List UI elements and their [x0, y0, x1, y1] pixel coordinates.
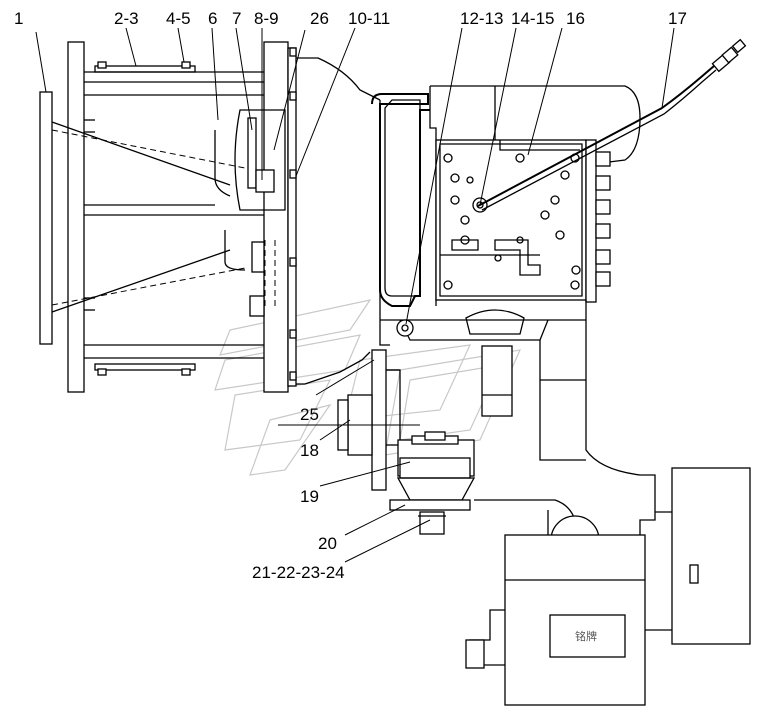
input-flange	[39, 41, 264, 393]
leader-lines	[35, 27, 675, 563]
label-2-3: 2-3	[114, 9, 139, 28]
label-10-11: 10-11	[348, 9, 390, 28]
label-19: 19	[300, 487, 319, 506]
label-4-5: 4-5	[166, 9, 191, 28]
label-21-24: 21-22-23-24	[252, 563, 345, 582]
label-7: 7	[232, 9, 241, 28]
motor-body: 铭牌	[465, 467, 751, 706]
pipe-assembly	[477, 38, 747, 211]
label-14-15: 14-15	[511, 9, 554, 28]
support-bracket	[337, 349, 476, 535]
adapter-bracket	[234, 41, 297, 393]
nameplate-text: 铭牌	[575, 629, 597, 643]
locating-pin-inner	[401, 324, 409, 332]
valve-plate	[440, 153, 581, 290]
label-8-9: 8-9	[254, 9, 279, 28]
watermark	[214, 299, 522, 476]
label-20: 20	[318, 534, 337, 553]
mounting-strips	[84, 61, 264, 376]
part-labels: 1 2-3 4-5 6 7 8-9 26 10-11 12-13 14-15 1…	[14, 9, 687, 582]
label-1: 1	[14, 9, 23, 28]
label-26: 26	[310, 9, 329, 28]
label-12-13: 12-13	[460, 9, 503, 28]
label-18: 18	[300, 441, 319, 460]
label-17: 17	[668, 9, 687, 28]
label-25: 25	[300, 405, 319, 424]
label-16: 16	[566, 9, 585, 28]
label-6: 6	[208, 9, 217, 28]
